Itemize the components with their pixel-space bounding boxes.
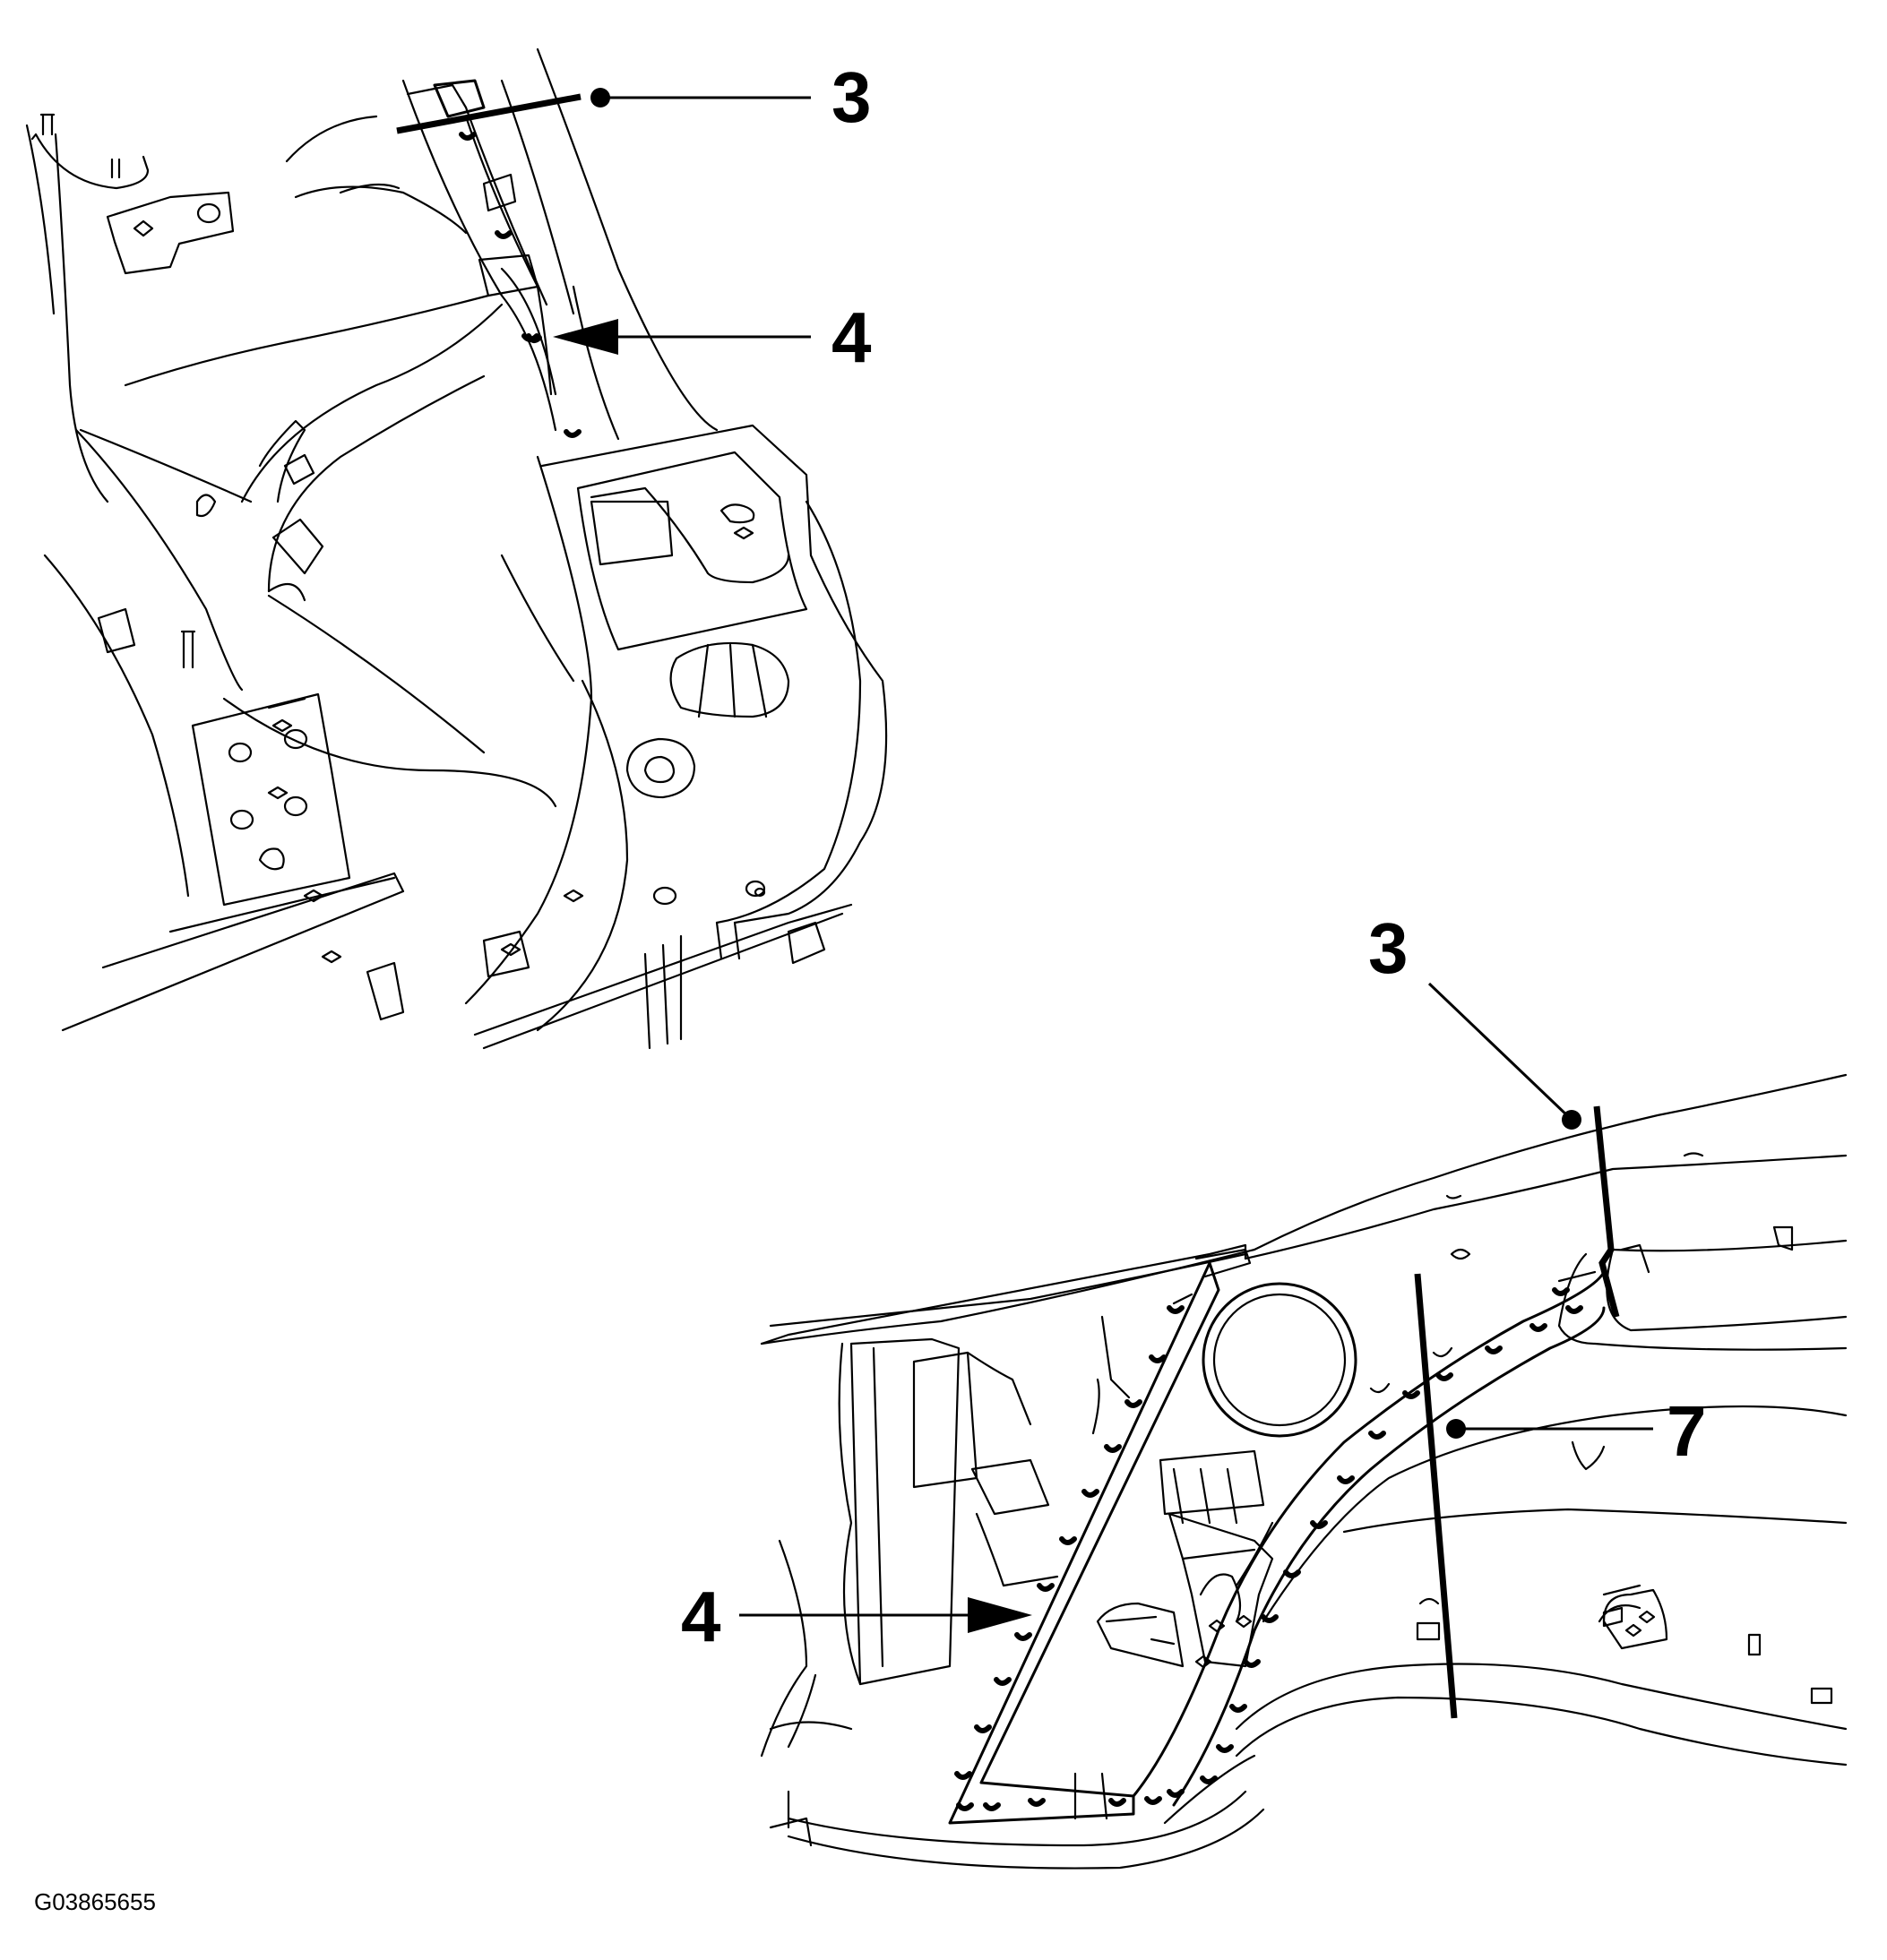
figure-id-code: G03865655 bbox=[34, 1888, 156, 1915]
top-callout-3-label: 3 bbox=[831, 57, 872, 137]
large-access-hole bbox=[1202, 1282, 1357, 1438]
bottom-callout-7-label: 7 bbox=[1667, 1391, 1707, 1471]
top-callout-3-dot bbox=[590, 88, 610, 107]
bottom-callout-4-arrow bbox=[968, 1597, 1032, 1633]
top-callout-4-label: 4 bbox=[831, 297, 872, 377]
bottom-cut-line-7 bbox=[1414, 1273, 1458, 1719]
bottom-cut-line-3 bbox=[1593, 1105, 1620, 1318]
bottom-callout-3-label: 3 bbox=[1368, 908, 1409, 988]
top-cut-line bbox=[396, 93, 582, 134]
bottom-callout-3-dot bbox=[1562, 1110, 1581, 1130]
top-callout-4-arrow bbox=[553, 319, 618, 355]
bottom-view bbox=[739, 982, 1848, 1870]
bottom-callout-7-dot bbox=[1446, 1419, 1466, 1439]
top-view bbox=[25, 47, 888, 1050]
bottom-callout-4-label: 4 bbox=[681, 1577, 721, 1656]
